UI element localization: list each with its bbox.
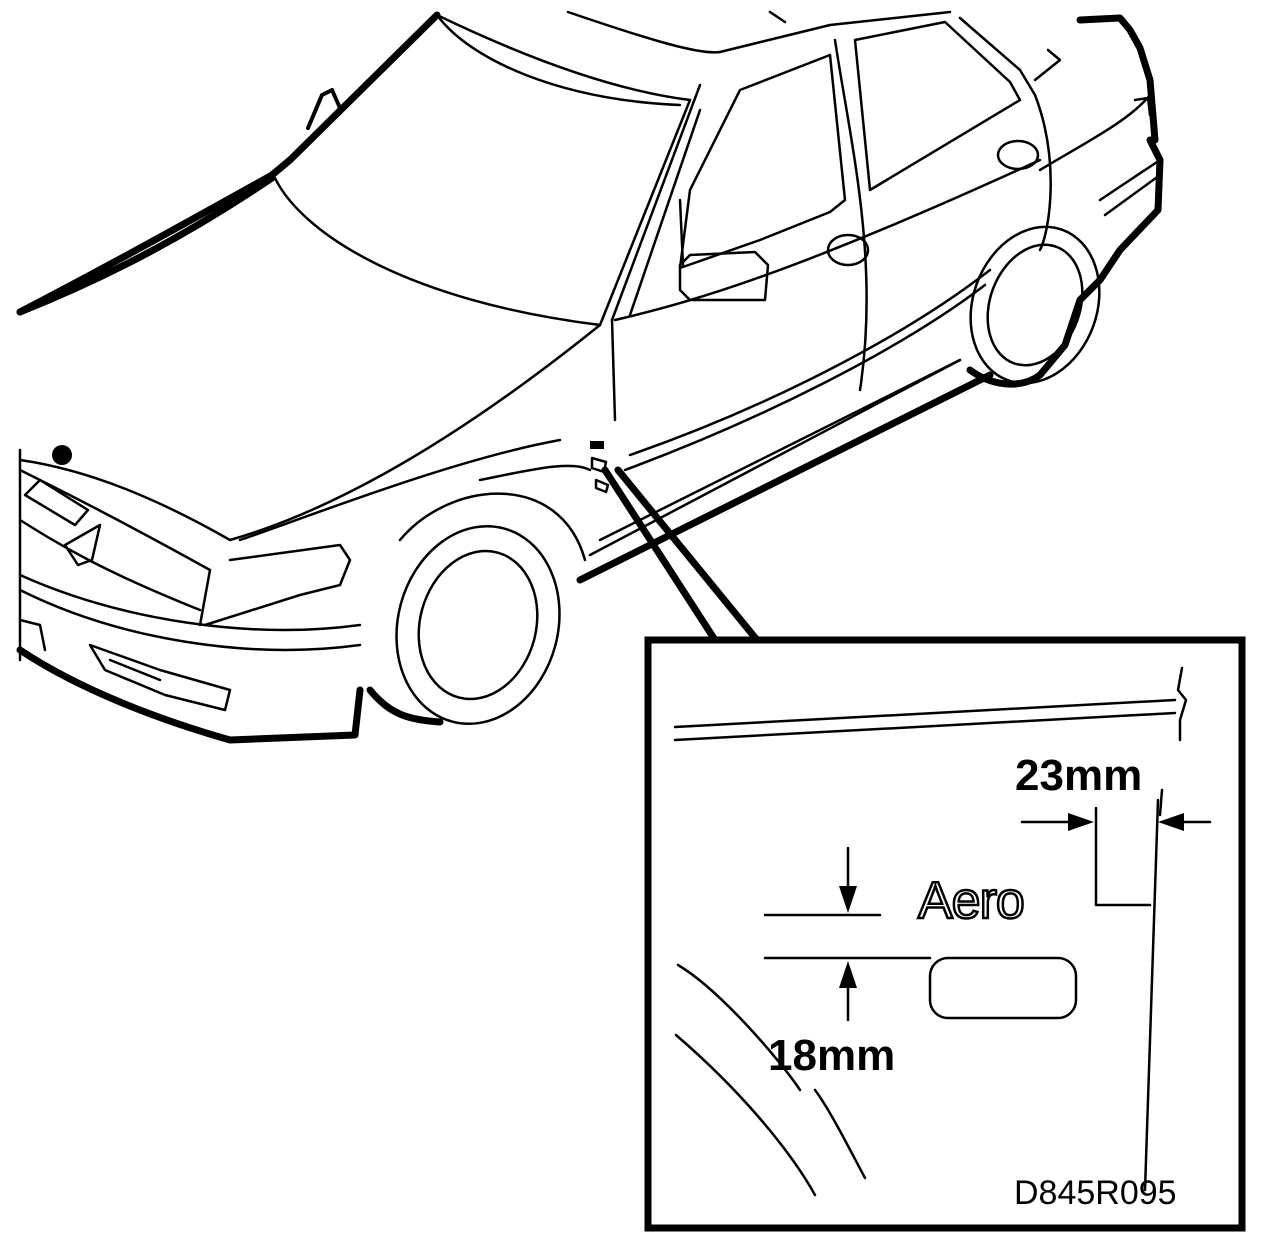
wheel-arch-line-3 [813, 1088, 867, 1180]
fender-badge-mark [590, 441, 604, 449]
wheel-arch-line-2 [674, 1033, 817, 1197]
arrowhead-right-icon [1068, 813, 1094, 831]
detail-frame [644, 636, 1246, 1232]
arrowhead-down-icon [839, 886, 857, 913]
dimension-23mm-label: 23mm [1015, 751, 1142, 800]
hood-emblem-dot [52, 445, 72, 465]
body-line-upper [673, 698, 1177, 729]
door-edge-break [1176, 666, 1188, 742]
detail-inset: Aero 23mm 18mm D845R095 [644, 636, 1246, 1232]
arrowhead-left-icon [1158, 813, 1184, 831]
dimension-18mm-label: 18mm [768, 1031, 895, 1080]
arrowhead-up-icon [839, 961, 857, 988]
door-gap-line [1143, 798, 1160, 1192]
side-repeater-lamp [928, 956, 1078, 1020]
dimension-23mm-extension [1094, 806, 1152, 907]
callout-pointer [601, 466, 761, 644]
car-illustration [16, 10, 1164, 744]
wheel-arch-line-1 [676, 963, 802, 1092]
body-line-lower [673, 711, 1177, 742]
aero-badge: Aero [918, 872, 1024, 930]
reference-code: D845R095 [1014, 1174, 1177, 1212]
